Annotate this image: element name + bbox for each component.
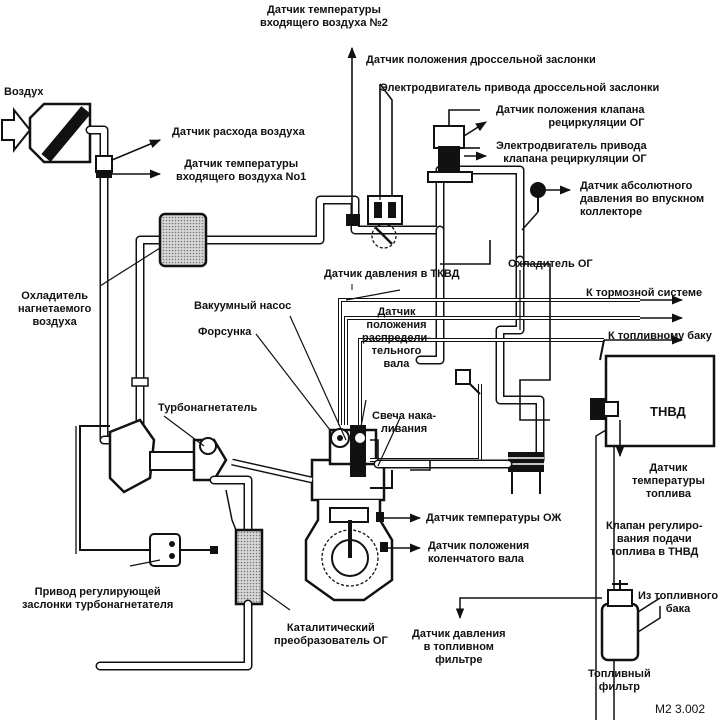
label-fuel-filter-pressure: Датчик давления в топливном фильтре bbox=[412, 628, 506, 666]
label-coolant-temp: Датчик температуры ОЖ bbox=[426, 512, 562, 524]
label-egr-motor: Электродвигатель привода клапана рецирку… bbox=[496, 140, 647, 165]
rail-pressure-sensor bbox=[455, 369, 481, 395]
label-intercooler: Охладитель нагнетаемого воздуха bbox=[18, 290, 92, 328]
label-air-flow: Датчик расхода воздуха bbox=[172, 126, 305, 138]
label-fuel-filter: Топливный фильтр bbox=[588, 668, 651, 693]
label-crank-position: Датчик положения коленчатого вала bbox=[428, 540, 530, 565]
label-air: Воздух bbox=[4, 86, 44, 98]
wastegate-actuator bbox=[75, 425, 218, 567]
annotation-arrows bbox=[111, 46, 684, 613]
map-sensor bbox=[521, 182, 546, 231]
label-throttle-motor: Электродвигатель привода дроссельной зас… bbox=[380, 82, 660, 94]
label-from-tank: Из топливного бака bbox=[638, 590, 719, 615]
intake-pipes bbox=[85, 125, 545, 465]
label-intake-temp-2: Датчик температуры входящего воздуха №2 bbox=[260, 4, 388, 29]
label-egr-position: Датчик положения клапана рециркуляции ОГ bbox=[496, 104, 645, 129]
hp-pump bbox=[590, 354, 716, 720]
label-glow-plug: Свеча нака- ливания bbox=[372, 410, 437, 435]
air-filter bbox=[28, 102, 92, 164]
egr-valve bbox=[427, 125, 473, 183]
brake-vacuum-lines bbox=[338, 284, 640, 425]
label-hp-pump: ТНВД bbox=[650, 404, 686, 419]
label-map-sensor: Датчик абсолютного давления во впускном … bbox=[580, 180, 705, 218]
pipe-clamp bbox=[131, 377, 149, 387]
fuel-filter bbox=[455, 580, 661, 662]
exhaust-catalyst bbox=[95, 475, 264, 671]
label-to-brakes: К тормозной системе bbox=[586, 287, 703, 299]
label-egr-cooler: Охладитель ОГ bbox=[508, 258, 593, 270]
leader-lines bbox=[99, 88, 521, 611]
label-fuel-temp: Датчик температуры топлива bbox=[632, 462, 705, 500]
label-to-tank: К топливному баку bbox=[608, 330, 712, 342]
throttle-body bbox=[367, 195, 403, 249]
label-cam-position: Датчик положения распредели- тельного ва… bbox=[362, 306, 431, 370]
label-throttle-position: Датчик положения дроссельной заслонки bbox=[366, 54, 596, 66]
egr-cooler bbox=[370, 452, 544, 494]
intercooler bbox=[158, 212, 208, 268]
label-turbo-actuator: Привод регулирующей заслонки турбонагнет… bbox=[22, 586, 174, 611]
intake-temp-sensor-1 bbox=[96, 170, 112, 178]
injector-cluster bbox=[330, 425, 366, 477]
label-vacuum-pump: Вакуумный насос bbox=[194, 300, 292, 312]
label-rail-pressure: Датчик давления в ТКВД bbox=[324, 268, 460, 280]
label-fuel-valve: Клапан регулиро- вания подачи топлива в … bbox=[606, 520, 703, 558]
air-inlet-arrow bbox=[1, 107, 32, 153]
label-catalyst: Каталитический преобразователь ОГ bbox=[274, 622, 388, 647]
label-injector: Форсунка bbox=[198, 326, 252, 338]
intake-temp-sensor-2 bbox=[346, 214, 360, 226]
label-turbo: Турбонагнетатель bbox=[158, 402, 258, 414]
figure-code: M2 3.002 bbox=[655, 702, 706, 716]
label-intake-temp-1: Датчик температуры входящего воздуха No1 bbox=[176, 158, 307, 183]
turbocharger bbox=[108, 418, 313, 494]
engine-block bbox=[304, 428, 394, 602]
air-flow-sensor bbox=[95, 155, 113, 173]
